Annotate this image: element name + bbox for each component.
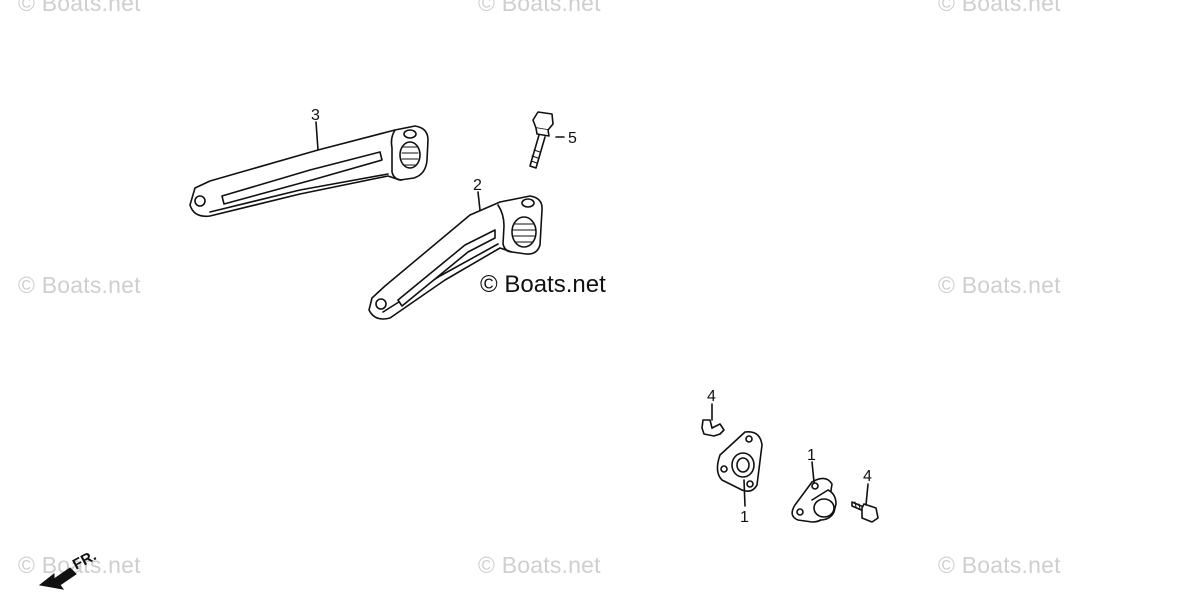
bolt-part-4-right [851,501,879,523]
callout-part-1-right: 1 [807,447,816,464]
callout-part-3: 3 [311,107,320,124]
watermark-middle-right: © Boats.net [938,272,1061,298]
watermark-top-center: © Boats.net [478,0,601,16]
watermark-top-right: © Boats.net [938,0,1061,16]
arm-part-2 [368,195,543,320]
watermark-bottom-right: © Boats.net [938,552,1061,578]
callout-part-4-right: 4 [863,468,872,485]
watermark-bottom-left: © Boats.net [18,552,141,578]
flange-part-1-right [791,477,837,523]
center-watermark: © Boats.net [480,271,606,298]
callout-part-4-left: 4 [707,388,716,405]
watermark-middle-left: © Boats.net [18,272,141,298]
front-arrow-icon [38,567,77,590]
bolt-part-5 [529,111,554,169]
flange-part-1-left [716,430,763,492]
callout-part-5: 5 [568,130,577,147]
front-direction-indicator: FR. [38,547,99,590]
bolt-part-4-left [701,419,725,437]
callout-part-1-left: 1 [740,509,749,526]
arm-part-3 [189,125,429,218]
watermark-top-left: © Boats.net [18,0,141,16]
watermark-bottom-center: © Boats.net [478,552,601,578]
front-label: FR. [70,547,99,573]
callout-part-2: 2 [473,177,482,194]
